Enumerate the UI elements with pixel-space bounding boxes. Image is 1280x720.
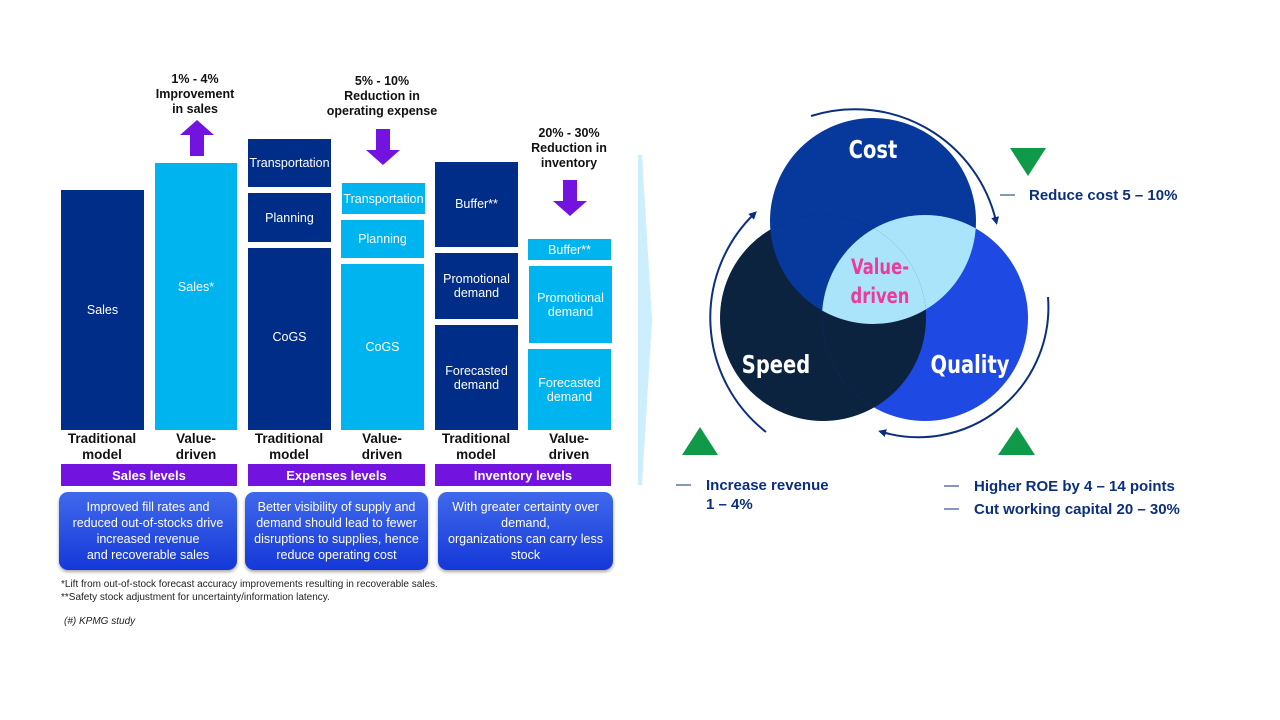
separator-chevron-icon bbox=[638, 155, 652, 485]
block-label: Buffer** bbox=[455, 196, 498, 211]
section-bar-sales: Sales levels bbox=[61, 464, 237, 486]
triangle-up-icon bbox=[682, 427, 718, 455]
inventory-value-buffer: Buffer** bbox=[528, 239, 611, 260]
cycle-arrow-top bbox=[810, 108, 999, 225]
block-label: CoGS bbox=[365, 340, 400, 354]
footnote-2: **Safety stock adjustment for uncertaint… bbox=[61, 592, 330, 603]
expense-value-cogs: CoGS bbox=[341, 264, 424, 430]
inventory-value-forecasted: Forecasted demand bbox=[528, 349, 611, 430]
sales-traditional-block: Sales bbox=[61, 190, 144, 430]
kpi-revenue-line1: Increase revenue bbox=[706, 477, 829, 494]
expense-value-planning: Planning bbox=[341, 220, 424, 258]
block-label: Forecasted demand bbox=[538, 375, 601, 404]
center-label-line2: driven bbox=[851, 285, 910, 308]
expense-traditional-cogs: CoGS bbox=[248, 248, 331, 430]
kpi-revenue-line2: 1 – 4% bbox=[706, 496, 753, 513]
section-bar-expenses: Expenses levels bbox=[248, 464, 425, 486]
sales-callout: 1% - 4% Improvement in sales bbox=[140, 72, 250, 117]
source-note: (#) KPMG study bbox=[64, 616, 136, 627]
inventory-callout-range: 20% - 30% bbox=[538, 126, 600, 140]
cycle-arrow-left bbox=[709, 211, 767, 433]
arrow-up-icon bbox=[180, 120, 214, 156]
description-text: With greater certainty over demand, orga… bbox=[448, 500, 603, 562]
block-label: Sales bbox=[86, 303, 119, 317]
inventory-callout-text: Reduction in inventory bbox=[531, 141, 607, 170]
description-sales: Improved fill rates and reduced out-of-s… bbox=[59, 492, 237, 570]
cost-label: Cost bbox=[849, 136, 898, 165]
footnote-1: *Lift from out-of-stock forecast accurac… bbox=[61, 579, 438, 590]
description-inventory: With greater certainty over demand, orga… bbox=[438, 492, 613, 570]
block-label: Promotional demand bbox=[443, 272, 510, 300]
bullet-dash: — bbox=[944, 500, 959, 517]
description-text: Better visibility of supply and demand s… bbox=[254, 500, 419, 562]
block-label: Planning bbox=[358, 232, 407, 246]
expense-callout: 5% - 10% Reduction in operating expense bbox=[318, 74, 446, 119]
section-label: Inventory levels bbox=[473, 467, 573, 483]
block-label: CoGS bbox=[272, 329, 307, 344]
column-label-value-driven: Value- driven bbox=[175, 431, 217, 462]
expense-value-transportation: Transportation bbox=[342, 183, 425, 214]
block-label: Forecasted demand bbox=[445, 363, 508, 392]
block-label: Transportation bbox=[249, 156, 330, 170]
section-bar-inventory: Inventory levels bbox=[435, 464, 611, 486]
bullet-dash: — bbox=[944, 477, 959, 494]
expense-traditional-transportation: Transportation bbox=[248, 139, 331, 187]
column-label-value-driven: Value- driven bbox=[361, 431, 403, 462]
block-label: Promotional demand bbox=[537, 290, 604, 319]
cycle-arrow-right bbox=[878, 296, 1050, 439]
block-label: Transportation bbox=[343, 191, 424, 206]
inventory-traditional-promotional: Promotional demand bbox=[435, 253, 518, 319]
column-label-traditional: Traditional model bbox=[441, 431, 511, 462]
expense-callout-text: Reduction in operating expense bbox=[326, 89, 438, 118]
inventory-value-promotional: Promotional demand bbox=[529, 266, 612, 343]
triangle-down-icon bbox=[1010, 148, 1046, 176]
speed-label: Speed bbox=[742, 351, 810, 380]
bullet-dash: — bbox=[676, 476, 691, 493]
inventory-traditional-buffer: Buffer** bbox=[435, 162, 518, 247]
sales-value-driven-block: Sales* bbox=[155, 163, 237, 430]
block-label: Buffer** bbox=[548, 242, 591, 257]
section-label: Expenses levels bbox=[286, 467, 387, 483]
expense-traditional-planning: Planning bbox=[248, 193, 331, 242]
kpi-working-capital: Cut working capital 20 – 30% bbox=[974, 501, 1180, 518]
triangle-up-icon bbox=[998, 427, 1035, 455]
kpi-increase-revenue: Increase revenue 1 – 4% bbox=[706, 476, 829, 514]
description-text: Improved fill rates and reduced out-of-s… bbox=[72, 500, 224, 562]
bullet-dash: — bbox=[1000, 186, 1015, 203]
expense-callout-range: 5% - 10% bbox=[354, 74, 410, 88]
column-label-traditional: Traditional model bbox=[67, 431, 137, 462]
quality-label: Quality bbox=[931, 351, 1010, 380]
arrow-down-icon bbox=[553, 180, 587, 216]
block-label: Sales* bbox=[177, 279, 215, 294]
arrow-down-icon bbox=[366, 129, 400, 165]
description-expenses: Better visibility of supply and demand s… bbox=[245, 492, 428, 570]
inventory-callout: 20% - 30% Reduction in inventory bbox=[519, 126, 619, 171]
section-label: Sales levels bbox=[112, 467, 186, 483]
kpi-reduce-cost: Reduce cost 5 – 10% bbox=[1029, 187, 1178, 204]
sales-callout-text: Improvement in sales bbox=[155, 87, 235, 116]
block-label: Planning bbox=[265, 210, 314, 225]
center-label-line1: Value- bbox=[851, 256, 909, 279]
inventory-traditional-forecasted: Forecasted demand bbox=[435, 325, 518, 430]
column-label-traditional: Traditional model bbox=[254, 431, 324, 462]
sales-callout-range: 1% - 4% bbox=[171, 72, 219, 86]
column-label-value-driven: Value- driven bbox=[548, 431, 590, 462]
kpi-higher-roe: Higher ROE by 4 – 14 points bbox=[974, 478, 1175, 495]
